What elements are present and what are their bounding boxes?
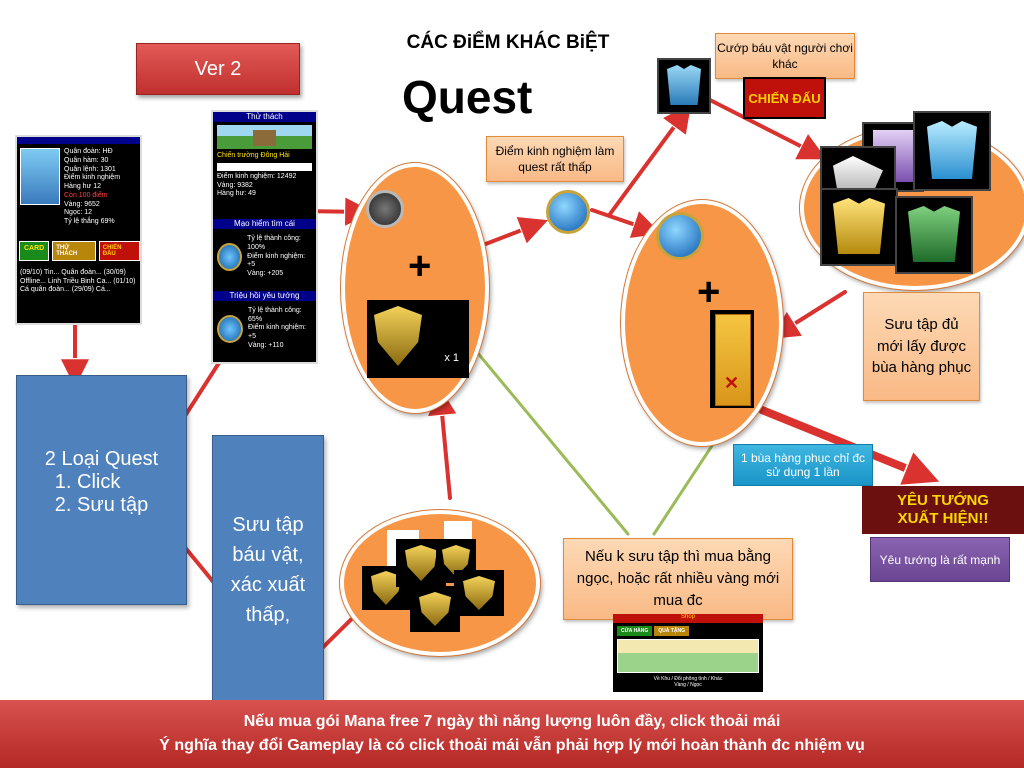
screen-banner-challenge: Thử thách	[213, 112, 316, 122]
grey-orb-icon	[366, 190, 404, 228]
challenge-button[interactable]: THỬ THÁCH	[52, 240, 96, 261]
arrow-armor-to-collection	[708, 98, 822, 157]
quest-types-title: 2 Loại Quest	[44, 448, 159, 470]
arrow-orb-to-armor	[608, 108, 688, 216]
arrow-shields-to-ellipse	[440, 392, 450, 500]
arrow-orb-to-orb2	[590, 208, 656, 232]
shop-tab-gift[interactable]: QUÀ TẶNG	[654, 626, 689, 636]
card-button[interactable]: CARD	[19, 240, 50, 261]
shield-count: x 1	[444, 352, 459, 364]
green-line-shield	[450, 320, 630, 536]
footer-banner: Nếu mua gói Mana free 7 ngày thì năng lư…	[0, 700, 1024, 768]
costume-blue-icon	[913, 111, 991, 191]
costume-green-icon	[895, 196, 973, 274]
shop-tab-store[interactable]: CỬA HÀNG	[617, 626, 653, 636]
arrow-note-to-charm	[775, 290, 847, 336]
armor-icon	[657, 58, 711, 114]
quest-heading: Quest	[402, 71, 533, 123]
plus-sign-1: +	[408, 244, 432, 288]
general-appears-text: YÊU TƯỚNG XUẤT HIỆN!!	[897, 492, 989, 527]
note-general-strong: Yêu tướng là rất mạnh	[870, 537, 1010, 582]
game-screen-quest: Thử thách Chiến trường Đông Hải Điểm kin…	[211, 110, 318, 364]
shield-fragment-7	[410, 586, 460, 632]
shield-fragment-6	[454, 570, 504, 616]
battle-button-image: CHIẾN ĐẤU	[743, 77, 826, 119]
screen-banner-explore: Mạo hiểm tìm cái	[213, 219, 316, 229]
note-rob-treasure: Cướp báu vật người chơi khác	[715, 33, 855, 79]
blue-orb-icon	[546, 190, 590, 234]
footer-line-1: Nếu mua gói Mana free 7 ngày thì năng lư…	[243, 713, 781, 730]
collect-treasure-box: Sưu tập báu vật, xác xuất thấp,	[212, 435, 324, 705]
quest-types-box: 2 Loại Quest Click Sưu tập	[16, 375, 187, 605]
general-appears-banner: YÊU TƯỚNG XUẤT HIỆN!!	[862, 486, 1024, 534]
orb-icon-2	[217, 314, 244, 343]
shop-banner: Shop	[613, 614, 763, 623]
shop-screen: Shop CỬA HÀNG QUÀ TẶNG Về Khu / Đổi phôn…	[613, 614, 763, 692]
screen-banner-summon: Triệu hồi yêu tướng	[213, 290, 316, 301]
costume-gold-icon	[820, 188, 898, 266]
version-badge: Ver 2	[136, 43, 300, 95]
blue-orb-icon-2	[656, 212, 704, 260]
shield-icon	[374, 306, 422, 366]
plus-sign-2: +	[697, 270, 721, 314]
footer-line-2: Ý nghĩa thay đổi Gameplay là có click th…	[159, 737, 865, 754]
charm-icon: ✕	[715, 314, 751, 406]
note-buy-with-gems: Nếu k sưu tập thì mua bằng ngọc, hoặc rấ…	[563, 538, 793, 620]
note-collect-enough: Sưu tập đủ mới lấy được bùa hàng phục	[863, 292, 980, 401]
arrow-orb-to-orb	[481, 222, 543, 247]
castle-image	[217, 125, 312, 149]
quest-type-collect: Sưu tập	[77, 494, 186, 517]
page-title: CÁC ĐiỂM KHÁC BiỆT	[406, 32, 610, 53]
note-charm-once: 1 bùa hàng phục chỉ đc sử dụng 1 lần	[733, 444, 873, 486]
shield-item-tile: x 1	[367, 300, 469, 378]
quest-type-click: Click	[77, 471, 186, 494]
orb-icon	[217, 242, 243, 271]
hero-portrait	[20, 148, 60, 205]
charm-tile: ✕	[710, 310, 754, 408]
collect-treasure-text: Sưu tập báu vật, xác xuất thấp,	[230, 514, 306, 626]
shop-storefront	[617, 639, 759, 673]
fight-button[interactable]: CHIẾN ĐẤU	[98, 240, 140, 261]
note-low-exp: Điểm kinh nghiệm làm quest rất thấp	[486, 136, 624, 182]
